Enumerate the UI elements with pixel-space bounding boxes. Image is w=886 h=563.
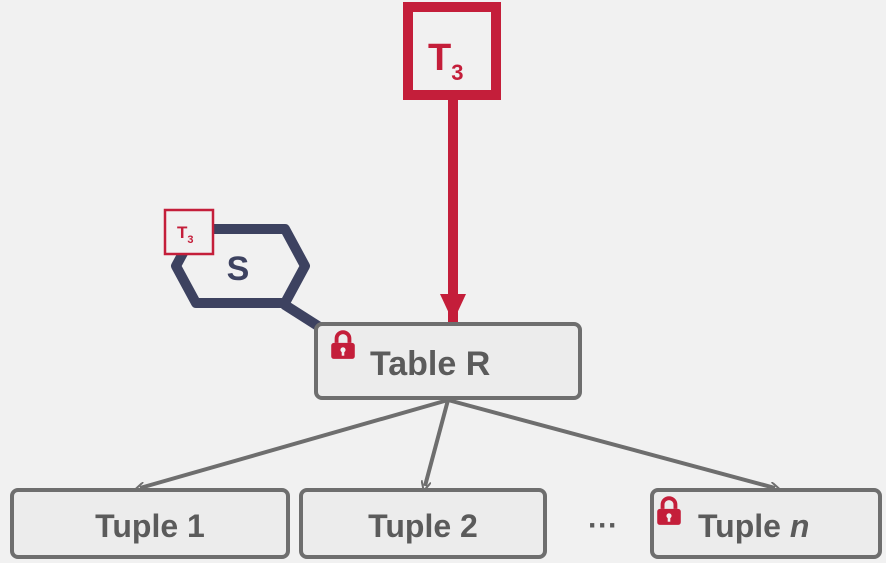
tuple-node-n: Tuple n (650, 488, 882, 559)
badge-label: T (177, 223, 188, 242)
tuple-n-suffix: n (790, 508, 810, 544)
table-node: Table R (314, 322, 582, 400)
tuple-node-2: Tuple 2 (299, 488, 547, 559)
lock-mode-label: S (227, 250, 250, 288)
svg-text:Tuple 1: Tuple 1 (95, 508, 205, 544)
transaction-node: T3 (403, 2, 501, 100)
svg-text:T3: T3 (428, 37, 463, 85)
svg-text:Tuple 2: Tuple 2 (368, 508, 478, 544)
lock-holder-badge: T3 (163, 208, 215, 256)
tuple-2-suffix: 2 (460, 508, 478, 544)
edge-table-to-tuple-n (447, 398, 775, 488)
svg-text:T3: T3 (177, 223, 194, 246)
ellipsis: ··· (588, 509, 618, 542)
table-label: Table R (370, 345, 490, 383)
tuple-node-1: Tuple 1 (10, 488, 290, 559)
tuple-2-prefix: Tuple (368, 508, 451, 544)
tuple-1-suffix: 1 (187, 508, 205, 544)
tuple-1-prefix: Tuple (95, 508, 178, 544)
edge-table-to-tuple-2 (425, 399, 450, 486)
transaction-subscript: 3 (451, 60, 463, 85)
tuple-n-prefix: Tuple (698, 508, 781, 544)
badge-subscript: 3 (187, 234, 193, 246)
svg-text:Tuple n: Tuple n (698, 508, 809, 544)
edge-table-to-tuple-1 (140, 398, 449, 488)
transaction-label: T (428, 37, 451, 79)
